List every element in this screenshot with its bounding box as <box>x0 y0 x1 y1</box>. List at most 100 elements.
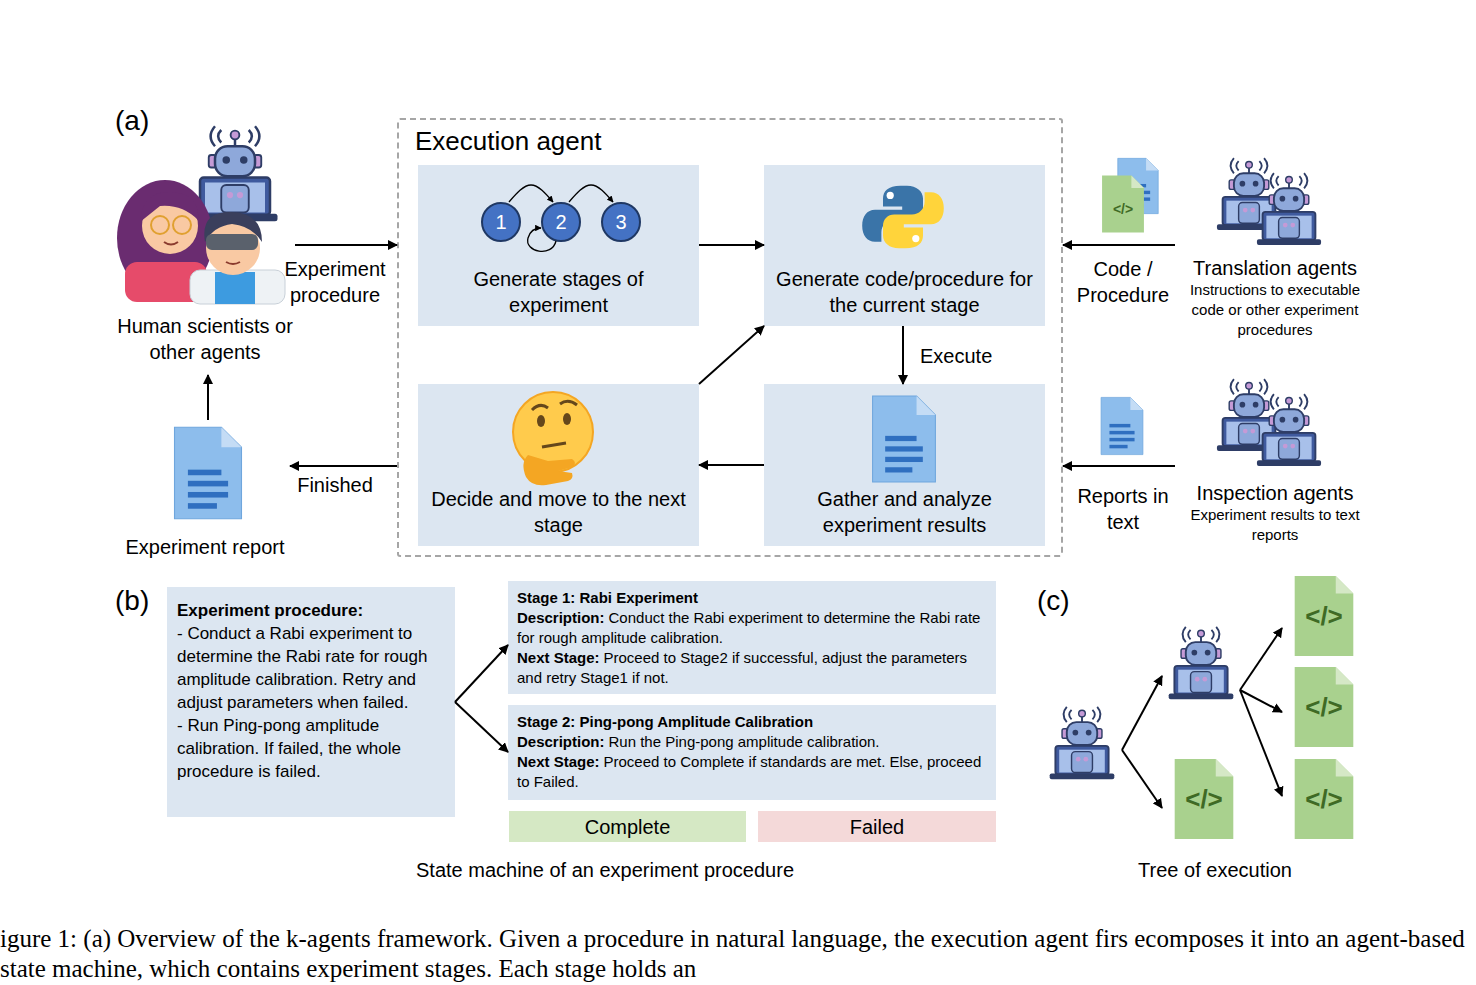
text-block: Stage 1: Rabi Experiment <box>517 588 987 608</box>
python-logo <box>883 192 944 248</box>
text-block: 2 <box>555 212 566 232</box>
text-block: Next Stage:Proceed to Complete if standa… <box>517 752 987 792</box>
human-illustration <box>117 180 213 296</box>
stage-box: Stage 1: Rabi ExperimentDescription:Cond… <box>508 581 996 694</box>
code-symbol: </> <box>1292 601 1356 631</box>
process-box: Generate stages of experiment 1 2 3 <box>418 165 699 326</box>
text-block: Complete <box>585 815 671 839</box>
text-block: Stage 2: Ping-pong Amplitude Calibration <box>517 712 987 732</box>
tree-branches <box>1122 750 1162 808</box>
file-icons <box>1101 397 1143 454</box>
text-block: 1 <box>495 212 506 232</box>
text-block: 3 <box>615 212 626 232</box>
human-illustration <box>151 216 169 234</box>
connector-arrow <box>569 185 613 202</box>
human-illustration <box>140 192 198 222</box>
connectors <box>208 185 1175 752</box>
python-logo <box>862 186 923 242</box>
panel-caption: Tree of execution <box>1115 857 1315 883</box>
node-text: Generate stages of experiment <box>473 268 643 316</box>
text-block: Translation agents <box>1175 256 1375 280</box>
stage-circle: 3 <box>601 202 641 242</box>
file-icons <box>175 158 1354 839</box>
robot-icons <box>1217 379 1281 451</box>
text-block: Experiment results to text reports <box>1175 505 1375 545</box>
text-block: Generate code/procedure for the current … <box>772 266 1037 318</box>
text-block: Description:Conduct the Rabi experiment … <box>517 608 987 648</box>
panel-caption: State machine of an experiment procedure <box>355 857 855 883</box>
python-logo <box>862 186 923 242</box>
connector-arrow <box>1063 465 1175 467</box>
text-block: Inspection agents <box>1175 481 1375 505</box>
human-illustration <box>206 234 258 250</box>
node-text: Human scientists or other agents <box>117 315 293 363</box>
text-block: Failed <box>850 815 904 839</box>
state-box: Complete <box>509 811 746 842</box>
figure-caption: igure 1: (a) Overview of the k-agents fr… <box>0 924 1476 984</box>
procedure-box: Experiment procedure:- Conduct a Rabi ex… <box>167 587 455 817</box>
human-illustration <box>125 262 207 302</box>
thinking-emoji <box>537 415 545 427</box>
node-text: Description: <box>517 609 605 626</box>
tree-branches <box>1122 676 1162 750</box>
node-text: Generate code/procedure for the current … <box>776 268 1033 316</box>
node-text: Experiment report <box>126 536 285 558</box>
code-symbol: </> <box>1292 784 1356 814</box>
node-text: Next Stage: <box>517 649 600 666</box>
text-block: Decide and move to the next stage <box>426 486 691 538</box>
human-illustration <box>142 198 198 254</box>
node-text: 3 <box>615 211 626 233</box>
stage-box: Stage 2: Ping-pong Amplitude Calibration… <box>508 705 996 800</box>
actor: Human scientists or other agents <box>115 125 295 375</box>
thinking-emoji <box>560 401 577 405</box>
tree-branches <box>1122 628 1282 808</box>
panel-label: (a) <box>115 104 175 138</box>
text-block: Experiment report <box>120 534 290 560</box>
edge-label: Execute <box>920 343 1020 369</box>
thinking-emoji <box>513 392 593 472</box>
text-block: Generate stages of experiment <box>426 266 691 318</box>
node-text: Failed <box>850 816 904 838</box>
thinking-emoji <box>513 392 593 485</box>
state-box: Failed <box>758 811 996 842</box>
process-box: Generate code/procedure for the current … <box>764 165 1045 326</box>
edge-label: Finished <box>285 472 385 498</box>
thinking-emoji <box>523 455 575 485</box>
node-text: Stage 2: Ping-pong Amplitude Calibration <box>517 713 813 730</box>
connector-arrow <box>290 465 397 467</box>
process-box: Gather and analyze experiment results <box>764 384 1045 546</box>
text-block: Gather and analyze experiment results <box>772 486 1037 538</box>
human-illustration <box>164 242 178 245</box>
report: Experiment report <box>120 420 290 560</box>
node-text: Experiment results to text reports <box>1190 506 1359 543</box>
node-text: Gather and analyze experiment results <box>817 488 992 536</box>
robot-icons <box>1217 158 1281 230</box>
agent-group: Translation agentsInstructions to execut… <box>1175 150 1375 345</box>
thinking-emoji <box>532 405 548 410</box>
text-block: Execution agent <box>415 124 601 158</box>
edge-label: Code / Procedure <box>1073 256 1173 308</box>
human-illustration <box>117 126 285 304</box>
stage-circle: 1 <box>481 202 521 242</box>
connector-arrow <box>1063 244 1175 246</box>
thinking-emoji <box>542 443 566 447</box>
file-icons <box>873 396 936 482</box>
node-text: Translation agents <box>1193 257 1357 279</box>
human-illustration <box>204 212 262 242</box>
connector-arrow <box>455 645 508 702</box>
node-text: 1 <box>495 211 506 233</box>
node-text: Description: <box>517 733 605 750</box>
loop-arrow <box>528 228 556 251</box>
node-text: Complete <box>585 816 671 838</box>
robot-icons <box>1050 707 1115 779</box>
python-logo <box>887 192 894 199</box>
tree-branches <box>1240 690 1282 712</box>
node-text: Experiment procedure: <box>177 601 363 620</box>
robot-icons <box>1050 158 1321 779</box>
connector-arrow <box>295 244 397 246</box>
connector-arrow <box>699 326 764 384</box>
edge-label: Experiment procedure <box>275 256 395 308</box>
node-text: Inspection agents <box>1197 482 1354 504</box>
connector-arrow <box>509 185 553 202</box>
